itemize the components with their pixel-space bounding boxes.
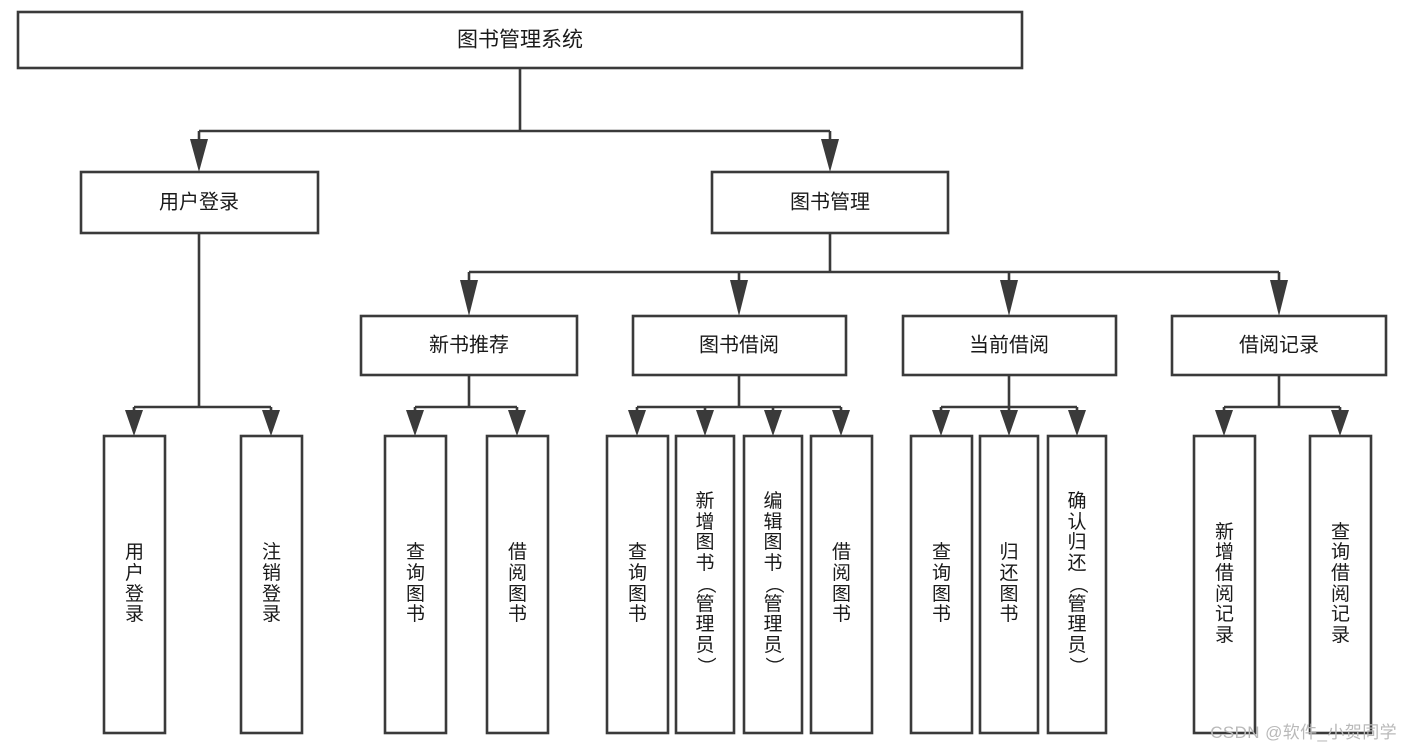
current-borrow-box[interactable] (901, 314, 1118, 377)
root-box[interactable] (16, 10, 1024, 70)
leaf-query-book-1-box[interactable] (383, 434, 448, 735)
leaf-borrow-book-1-box[interactable] (485, 434, 550, 735)
arrowhead-leaf-borrow-book-2 (832, 410, 850, 436)
book-manage-label: 图书管理 (790, 190, 870, 213)
leaf-borrow-book-2-box[interactable] (809, 434, 874, 735)
arrowhead-new-book-recommend (460, 280, 478, 316)
arrowhead-leaf-add-record (1215, 410, 1233, 436)
arrowhead-current-borrow (1000, 280, 1018, 316)
leaf-add-record-box[interactable] (1192, 434, 1257, 735)
book-borrow-box[interactable] (631, 314, 848, 377)
node-root[interactable]: 图书管理系统 (16, 10, 1024, 70)
leaf-query-record-box[interactable] (1308, 434, 1373, 735)
node-borrow-record[interactable]: 借阅记录 (1170, 314, 1388, 377)
new-book-recommend-box[interactable] (359, 314, 579, 377)
borrow-record-label: 借阅记录 (1239, 333, 1319, 356)
arrowhead-leaf-query-book-1 (406, 410, 424, 436)
node-user-login[interactable]: 用户登录 (79, 170, 320, 235)
arrowhead-leaf-user-login (125, 410, 143, 436)
root-label: 图书管理系统 (457, 29, 583, 52)
arrowhead-leaf-return-book (1000, 410, 1018, 436)
arrowhead-leaf-logout (262, 410, 280, 436)
leaf-nodes-group (102, 434, 1373, 735)
node-new-book-recommend[interactable]: 新书推荐 (359, 314, 579, 377)
leaf-query-book-3-box[interactable] (909, 434, 974, 735)
current-borrow-label: 当前借阅 (969, 333, 1049, 356)
arrowhead-leaf-query-book-3 (932, 410, 950, 436)
arrowhead-leaf-query-record (1331, 410, 1349, 436)
leaf-confirm-return-box[interactable] (1046, 434, 1108, 735)
leaf-return-book-box[interactable] (978, 434, 1040, 735)
arrowhead-borrow-record (1270, 280, 1288, 316)
connectors-group (125, 68, 1349, 436)
node-book-manage[interactable]: 图书管理 (710, 170, 950, 235)
arrowhead-user-login (190, 139, 208, 172)
leaf-add-book-box[interactable] (674, 434, 736, 735)
user-login-box[interactable] (79, 170, 320, 235)
arrowhead-leaf-confirm-return (1068, 410, 1086, 436)
node-book-borrow[interactable]: 图书借阅 (631, 314, 848, 377)
arrowhead-leaf-query-book-2 (628, 410, 646, 436)
user-login-label: 用户登录 (159, 190, 239, 213)
arrowhead-leaf-borrow-book-1 (508, 410, 526, 436)
leaf-logout-box[interactable] (239, 434, 304, 735)
leaf-edit-book-box[interactable] (742, 434, 804, 735)
borrow-record-box[interactable] (1170, 314, 1388, 377)
arrowhead-book-manage (821, 139, 839, 172)
arrowhead-book-borrow (730, 280, 748, 316)
leaf-user-login-box[interactable] (102, 434, 167, 735)
book-borrow-label: 图书借阅 (699, 333, 779, 356)
arrowhead-leaf-add-book (696, 410, 714, 436)
csdn-watermark: CSDN @软件_小贺同学 (1210, 723, 1397, 742)
new-book-recommend-label: 新书推荐 (429, 333, 509, 356)
leaf-query-book-2-box[interactable] (605, 434, 670, 735)
arrowhead-leaf-edit-book (764, 410, 782, 436)
book-manage-box[interactable] (710, 170, 950, 235)
node-current-borrow[interactable]: 当前借阅 (901, 314, 1118, 377)
